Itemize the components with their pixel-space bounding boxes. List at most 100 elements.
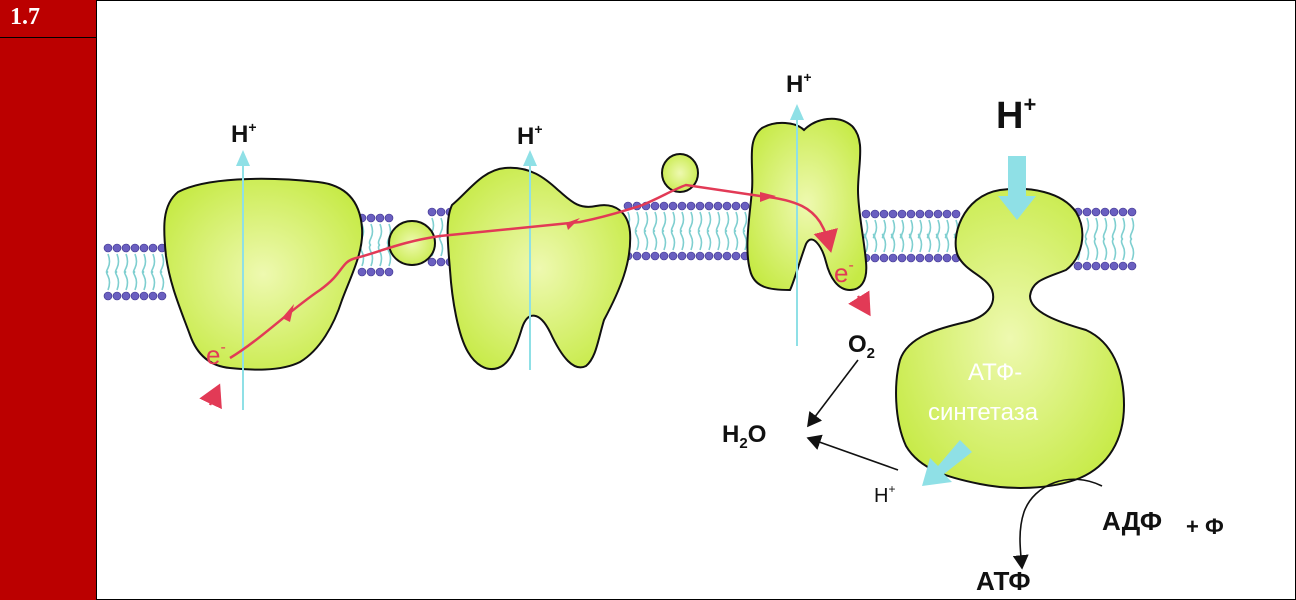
lipid-tail <box>946 220 949 252</box>
lipid-head <box>696 202 704 210</box>
lipid-head <box>889 210 897 218</box>
lipid-tail <box>116 254 119 290</box>
lipid-tail <box>744 212 747 250</box>
proton-label-1: H+ <box>231 119 257 148</box>
lipid-tail <box>1095 218 1098 260</box>
lipid-tail <box>699 212 702 250</box>
lipid-head <box>898 254 906 262</box>
adp-label: АДФ <box>1102 506 1162 536</box>
lipid-tail <box>1104 218 1107 260</box>
lipid-tail <box>690 212 693 250</box>
electron-entry-arrow <box>210 388 218 405</box>
lipid-tail <box>928 220 931 252</box>
lipid-head <box>651 202 659 210</box>
lipid-head <box>705 252 713 260</box>
lipid-head <box>651 252 659 260</box>
protein-complex-1 <box>164 179 362 370</box>
lipid-head <box>871 254 879 262</box>
atp-label: АТФ <box>976 566 1031 596</box>
lipid-tail <box>654 212 657 250</box>
oxygen-label: O2 <box>848 331 875 362</box>
lipid-head <box>705 202 713 210</box>
lipid-tail <box>379 224 382 266</box>
lipid-tail <box>370 224 373 266</box>
lipid-head <box>437 208 445 216</box>
lipid-head <box>367 214 375 222</box>
lipid-head <box>723 252 731 260</box>
lipid-head <box>376 268 384 276</box>
lipid-tail <box>645 212 648 250</box>
lipid-head <box>104 292 112 300</box>
lipid-head <box>916 210 924 218</box>
lipid-head <box>113 244 121 252</box>
lipid-head <box>714 252 722 260</box>
lipid-head <box>131 292 139 300</box>
lipid-head <box>1074 262 1082 270</box>
lipid-head <box>158 292 166 300</box>
lipid-head <box>642 252 650 260</box>
lipid-tail <box>1131 218 1134 260</box>
lipid-head <box>741 202 749 210</box>
lipid-tail <box>874 220 877 252</box>
lipid-tail <box>663 212 666 250</box>
lipid-tail <box>143 254 146 290</box>
lipid-head <box>687 252 695 260</box>
lipid-tail <box>901 220 904 252</box>
lipid-tail <box>1122 218 1125 260</box>
lipid-head <box>714 202 722 210</box>
lipid-tail <box>726 212 729 250</box>
lipid-head <box>925 210 933 218</box>
atp-synthase <box>896 189 1124 488</box>
electron-to-oxygen-arrow <box>858 296 868 312</box>
lipid-tail <box>717 212 720 250</box>
lipid-tail <box>1086 218 1089 260</box>
lipid-head <box>1101 208 1109 216</box>
lipid-head <box>934 254 942 262</box>
proton-label-5: H+ <box>874 482 895 507</box>
lipid-head <box>122 244 130 252</box>
lipid-head <box>633 252 641 260</box>
lipid-tail <box>161 254 164 290</box>
synthase-label-line1: АТФ- <box>968 359 1022 386</box>
proton-label-2: H+ <box>517 121 543 150</box>
lipid-head <box>1092 208 1100 216</box>
lipid-tail <box>883 220 886 252</box>
proton-channel-2-head <box>523 150 537 166</box>
lipid-tail <box>910 220 913 252</box>
lipid-head <box>358 268 366 276</box>
lipid-head <box>732 202 740 210</box>
protein-complex-3 <box>448 168 631 369</box>
lipid-tail <box>107 254 110 290</box>
lipid-head <box>925 254 933 262</box>
oxygen-to-water-arrow <box>808 360 858 426</box>
plus-phosphate-label: + Ф <box>1186 514 1224 539</box>
lipid-head <box>376 214 384 222</box>
lipid-head <box>889 254 897 262</box>
lipid-tail <box>735 212 738 250</box>
lipid-head <box>696 252 704 260</box>
lipid-head <box>871 210 879 218</box>
lipid-tail <box>134 254 137 290</box>
lipid-head <box>943 254 951 262</box>
lipid-tail <box>919 220 922 252</box>
lipid-tail <box>125 254 128 290</box>
proton-label-4: H+ <box>996 92 1036 137</box>
water-label: H2O <box>722 421 766 452</box>
lipid-head <box>1119 208 1127 216</box>
lipid-head <box>687 202 695 210</box>
lipid-head <box>952 210 960 218</box>
lipid-head <box>131 244 139 252</box>
lipid-head <box>880 210 888 218</box>
lipid-head <box>723 202 731 210</box>
lipid-head <box>907 254 915 262</box>
lipid-tail <box>152 254 155 290</box>
lipid-head <box>367 268 375 276</box>
proton-channel-3-head <box>790 104 804 120</box>
lipid-head <box>934 210 942 218</box>
lipid-tail <box>892 220 895 252</box>
lipid-tail <box>708 212 711 250</box>
lipid-head <box>113 292 121 300</box>
lipid-head <box>660 202 668 210</box>
lipid-head <box>140 244 148 252</box>
lipid-tail <box>937 220 940 252</box>
